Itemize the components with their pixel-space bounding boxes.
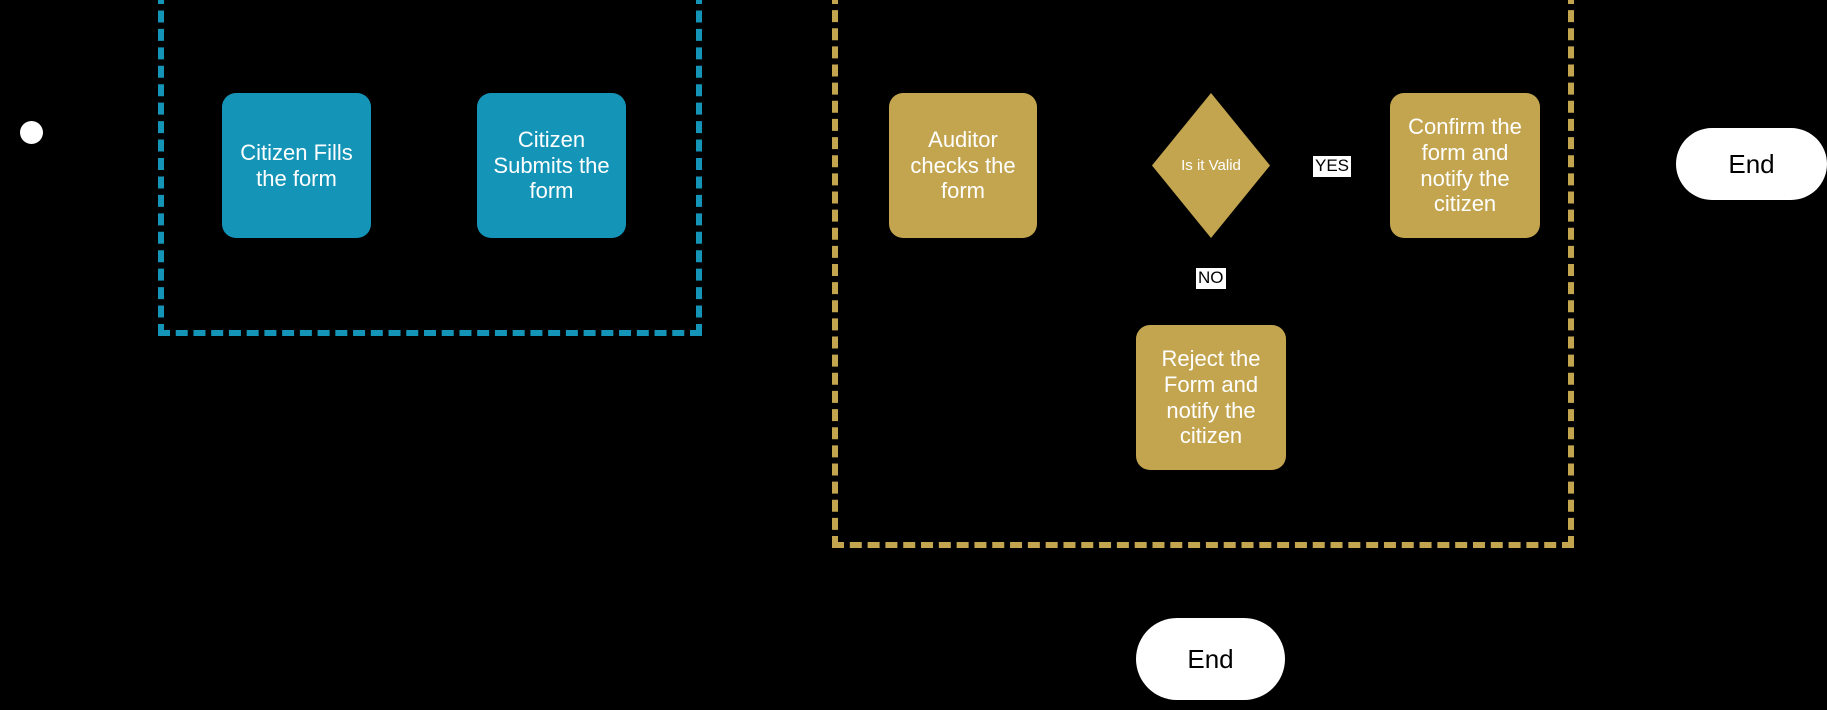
node-reject-form-and-notify-citizen[interactable]: Reject the Form and notify the citizen bbox=[1136, 325, 1286, 470]
node-is-it-valid-decision[interactable]: Is it Valid bbox=[1152, 93, 1270, 238]
node-citizen-submits-the-form[interactable]: Citizen Submits the form bbox=[477, 93, 626, 238]
node-end-bottom[interactable]: End bbox=[1136, 618, 1285, 700]
lane-auditor bbox=[832, 0, 1574, 548]
node-is-it-valid-label: Is it Valid bbox=[1181, 157, 1241, 174]
start-node-dot[interactable] bbox=[20, 121, 43, 144]
edge-label-yes: YES bbox=[1313, 156, 1352, 177]
node-auditor-checks-the-form[interactable]: Auditor checks the form bbox=[889, 93, 1037, 238]
node-end-right[interactable]: End bbox=[1676, 128, 1827, 200]
node-citizen-fills-the-form[interactable]: Citizen Fills the form bbox=[222, 93, 371, 238]
node-confirm-form-and-notify-citizen[interactable]: Confirm the form and notify the citizen bbox=[1390, 93, 1540, 238]
edge-label-no: NO bbox=[1196, 268, 1226, 289]
lane-citizen bbox=[158, 0, 702, 336]
